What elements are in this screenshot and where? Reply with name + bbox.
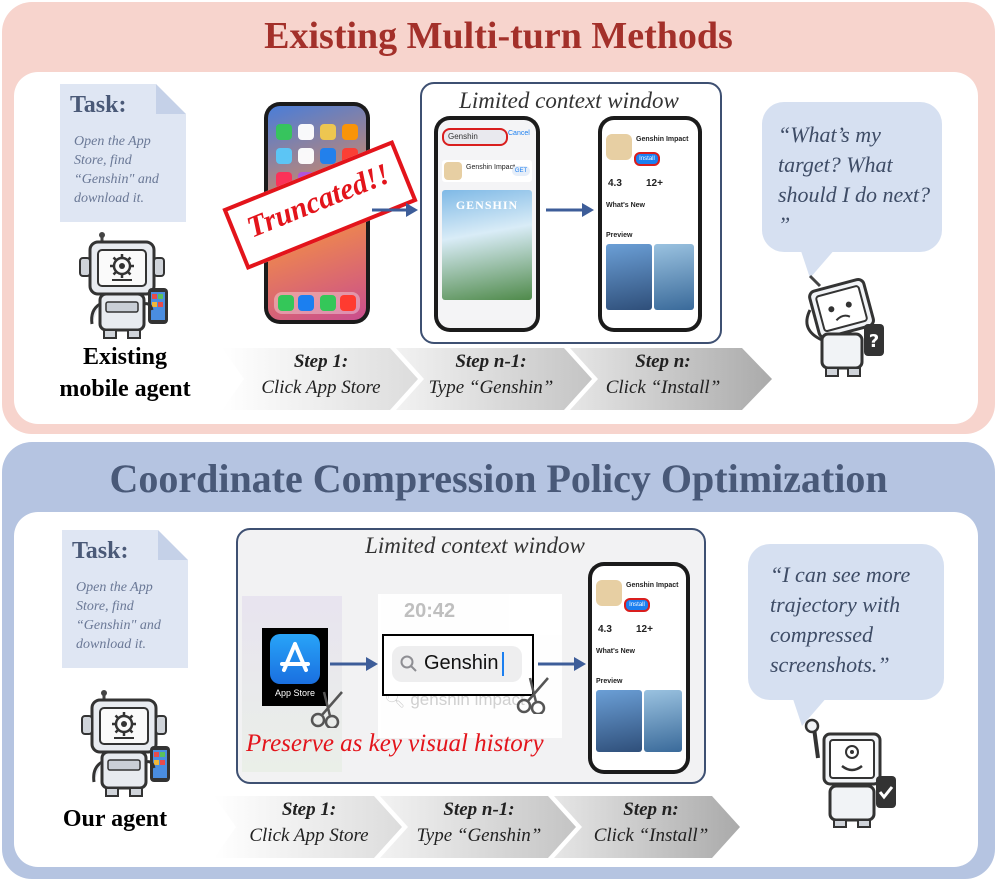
banner-text: GENSHIN <box>455 198 519 212</box>
app-icon <box>606 134 632 160</box>
install-screen: Genshin Impact Install 4.3 12+ What's Ne… <box>592 566 686 770</box>
get-button: GET <box>512 166 530 176</box>
task-card: Task: Open the App Store, find “Genshin"… <box>60 84 186 222</box>
scissors-icon <box>516 677 549 714</box>
search-screen-phone: Genshin Cancel Genshin Impact GET GENSHI… <box>434 116 540 332</box>
step-n-1-title: Step n-1: <box>443 799 515 820</box>
arrow-icon <box>538 657 586 671</box>
ccpo-title: Coordinate Compression Policy Optimizati… <box>109 456 888 501</box>
app-name: Genshin Impact <box>466 164 516 171</box>
thought-bubble: “What’s my target? What should I do next… <box>762 102 942 252</box>
robot-icon <box>81 690 170 797</box>
app-store-label: App Store <box>274 688 316 698</box>
search-field: Genshin <box>392 646 522 682</box>
clock-text: 20:42 <box>404 600 456 622</box>
arrow-icon <box>372 203 418 217</box>
install-button: Install <box>634 152 660 166</box>
whats-new-heading: What's New <box>606 202 646 209</box>
preview-image <box>644 690 682 752</box>
age-rating: 12+ <box>636 624 653 635</box>
context-window-label: Limited context window <box>365 533 585 558</box>
step-n-1-title: Step n-1: <box>455 351 527 372</box>
task-card: Task: Open the App Store, find “Genshin"… <box>62 530 188 668</box>
gear-icon <box>112 712 136 736</box>
thought-bubble: “I can see more trajectory with compress… <box>748 544 944 700</box>
search-field-crop: Genshin <box>382 634 534 696</box>
arrow-icon <box>330 657 378 671</box>
task-title: Task: <box>70 92 127 118</box>
app-thumbnail <box>444 162 462 180</box>
arrow-icon <box>546 203 594 217</box>
bubble-text: “I can see more trajectory with compress… <box>770 562 911 677</box>
whats-new-heading: What's New <box>596 648 636 655</box>
search-field: Genshin <box>442 128 508 146</box>
rating-value: 4.3 <box>598 624 612 635</box>
step-n-1-action: Type “Genshin” <box>416 825 542 846</box>
steps-chevrons <box>222 348 772 410</box>
app-icon <box>596 580 622 606</box>
app-name: Genshin Impact <box>636 136 689 143</box>
step-1-action: Click App Store <box>261 377 381 398</box>
agent-label: Our agent <box>62 806 168 832</box>
step-1-title: Step 1: <box>293 351 349 372</box>
step-n-action: Click “Install” <box>605 377 721 398</box>
game-banner: GENSHIN <box>442 190 532 300</box>
bubble-tail <box>792 696 828 726</box>
preview-image <box>606 244 652 310</box>
app-store-icon <box>270 634 320 684</box>
page-fold-icon <box>156 84 186 114</box>
step-n-action: Click “Install” <box>593 825 709 846</box>
gear-icon <box>845 745 859 759</box>
step-n-title: Step n: <box>623 799 679 820</box>
preview-image <box>654 244 694 310</box>
steps-chevrons <box>214 796 740 858</box>
search-screen: Genshin Cancel Genshin Impact GET GENSHI… <box>438 120 536 328</box>
agent-label-line1: Existing <box>82 344 168 370</box>
install-screen: Genshin Impact Install 4.3 12+ What's Ne… <box>602 120 698 328</box>
magnifier-icon <box>400 655 417 672</box>
install-screen-phone: Genshin Impact Install 4.3 12+ What's Ne… <box>598 116 702 332</box>
step-1-title: Step 1: <box>281 799 337 820</box>
page-fold-icon <box>158 530 188 560</box>
gear-icon <box>110 254 134 278</box>
preview-heading: Preview <box>596 678 623 685</box>
preview-image <box>596 690 642 752</box>
existing-methods-title: Existing Multi-turn Methods <box>264 15 733 57</box>
cancel-link: Cancel <box>508 130 530 137</box>
bubble-text: “What’s my target? What should I do next… <box>778 122 931 237</box>
step-n-title: Step n: <box>635 351 691 372</box>
robot-icon <box>79 232 168 339</box>
rating-value: 4.3 <box>608 178 622 189</box>
step-n-1-action: Type “Genshin” <box>428 377 554 398</box>
task-title: Task: <box>72 538 129 564</box>
app-name: Genshin Impact <box>626 582 679 589</box>
install-button: Install <box>624 598 650 612</box>
app-row: Genshin Impact GET <box>442 160 532 182</box>
scissors-icon <box>310 691 343 728</box>
install-screen-phone: Genshin Impact Install 4.3 12+ What's Ne… <box>588 562 690 774</box>
context-window-label: Limited context window <box>459 88 679 113</box>
text-cursor <box>502 652 504 676</box>
happy-robot-icon <box>804 718 896 828</box>
age-rating: 12+ <box>646 178 663 189</box>
confused-robot-icon: ? <box>805 274 884 377</box>
task-text: Open the App Store, find “Genshin" and d… <box>76 580 161 652</box>
check-icon <box>878 786 894 800</box>
search-text: Genshin <box>424 652 499 674</box>
question-icon: ? <box>869 331 879 352</box>
preserve-label: Preserve as key visual history <box>246 730 544 757</box>
task-text: Open the App Store, find “Genshin" and d… <box>74 134 159 206</box>
bubble-tail <box>800 248 836 278</box>
preview-heading: Preview <box>606 232 633 239</box>
app-store-crop: App Store <box>262 628 328 706</box>
step-1-action: Click App Store <box>249 825 369 846</box>
agent-label-line2: mobile agent <box>59 376 191 402</box>
